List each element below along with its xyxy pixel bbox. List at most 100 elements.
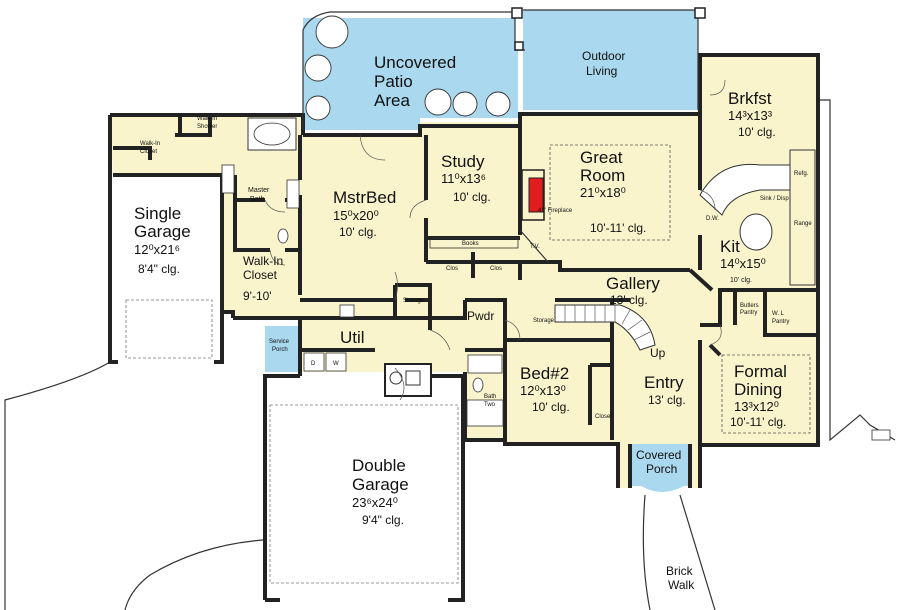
brkfst-size: 14³x13³ (728, 108, 773, 123)
water-heater-2 (405, 370, 421, 386)
door-swing (359, 134, 386, 161)
butlers-pantry-label-2: Pantry (740, 310, 757, 316)
tub-basin (253, 122, 291, 146)
entry-name: Entry (644, 373, 684, 392)
walk-in-closet-clg: 9'-10' (243, 289, 272, 303)
exterior-lines (4, 99, 896, 610)
bath2-tub (466, 399, 504, 427)
door-swing (394, 367, 405, 401)
double-garage-floor (263, 378, 465, 598)
dw-label: D.W. (706, 216, 719, 222)
double-garage-label-2: Garage (352, 475, 409, 494)
single-garage-label-2: Garage (134, 222, 191, 241)
books-shelf (429, 237, 519, 249)
shower-label-1: Walk-In (197, 116, 217, 122)
kit-size: 14⁰x15⁰ (720, 256, 766, 271)
range-label: Range (794, 221, 812, 227)
fireplace (528, 177, 544, 213)
brick-walk-label-2: Walk (668, 578, 695, 592)
great-room-clg: 10'-11' clg. (590, 221, 646, 235)
dryer (303, 352, 325, 372)
bath-two-label-1: Bath (484, 394, 496, 400)
bed2-size: 12⁰x13⁰ (520, 383, 566, 398)
wall-closet-south (222, 310, 235, 318)
outdoor-living-label-1: Outdoor (582, 49, 625, 63)
single-garage-size: 12⁰x21⁶ (134, 242, 180, 257)
util-sink (339, 304, 355, 318)
storage-label-2: Storage (533, 318, 555, 324)
wl-pantry-label-1: W. L (772, 311, 785, 317)
formal-dining-size: 13³x12⁰ (734, 399, 779, 414)
closet-small-label-2: Closet (140, 149, 157, 155)
wall-kit-south (688, 268, 714, 292)
covered-porch-fill (630, 444, 695, 492)
door-swings (264, 79, 726, 401)
water-heater-box (384, 363, 432, 397)
wall-pwdr (465, 298, 507, 440)
single-garage-floor (113, 175, 220, 360)
study-name: Study (441, 152, 485, 171)
study-size: 11⁰x13⁶ (441, 171, 486, 186)
shrub (485, 91, 511, 117)
wall-south-entry (463, 372, 620, 488)
service-porch-fill (265, 326, 300, 372)
formal-dining-clg: 10'-11' clg. (730, 415, 786, 429)
patio-post-3 (514, 41, 524, 51)
door-swing (429, 329, 451, 351)
outdoor-living-fill (523, 10, 698, 110)
shrub (315, 15, 349, 49)
util-name: Util (340, 328, 365, 347)
shrub (424, 88, 452, 116)
sink-label: Sink / Disp (760, 196, 789, 202)
patio-post-2 (694, 7, 706, 19)
wall-shower (178, 115, 212, 137)
brick-walk-label-1: Brick (666, 564, 694, 578)
closet-small-label-1: Walk-In (140, 141, 160, 147)
shrub (304, 54, 332, 82)
driveway-curve (4, 361, 111, 610)
single-garage-label-1: Single (134, 204, 181, 223)
gallery-name: Gallery (606, 274, 660, 293)
door-swing (394, 271, 398, 301)
master-bath-label-1: Master (248, 187, 270, 194)
stairs (554, 304, 656, 351)
double-garage-walls (263, 374, 465, 602)
walk-in-closet-label-2: Closet (243, 268, 278, 282)
driveway-curve-2 (124, 539, 264, 610)
patio-outline (302, 11, 525, 130)
brick-walk-right (679, 494, 716, 610)
wall-storage (393, 283, 432, 330)
fireplace-label: 42' Fireplace (538, 208, 573, 214)
house-floor (110, 55, 818, 488)
door-swing (269, 249, 286, 266)
study-clg: 10' clg. (453, 190, 491, 204)
stair-outline (554, 304, 656, 351)
patio-label-3: Area (374, 91, 410, 110)
double-garage-label-1: Double (352, 456, 406, 475)
patio-post-1 (511, 7, 523, 19)
toilet-master (277, 228, 289, 244)
service-porch-label-1: Service (269, 339, 290, 345)
wall-dining-west (698, 340, 722, 445)
dining-rug (721, 354, 811, 434)
vanity-2 (286, 179, 300, 209)
bed2-closet-label: Closet (595, 414, 612, 420)
util-floor-fill (300, 320, 465, 372)
bed2-clg: 10' clg. (532, 400, 570, 414)
kitchen-counter (789, 149, 816, 286)
wall-brkfst (698, 53, 820, 488)
fixtures (221, 117, 816, 434)
clos-label-1: Clos (446, 266, 458, 272)
patio-label-2: Patio (374, 72, 413, 91)
double-garage-size: 23⁶x24⁰ (352, 495, 398, 510)
hearth (521, 169, 545, 221)
bath-two-label-2: Two (484, 402, 496, 408)
covered-porch-label-1: Covered (636, 448, 681, 462)
toilet-bath2 (472, 377, 484, 393)
wall-porch (628, 444, 692, 488)
shrub (452, 91, 478, 117)
tv-label: T.V. (530, 244, 540, 250)
bed2-name: Bed#2 (520, 364, 569, 383)
double-garage-door (269, 404, 459, 584)
